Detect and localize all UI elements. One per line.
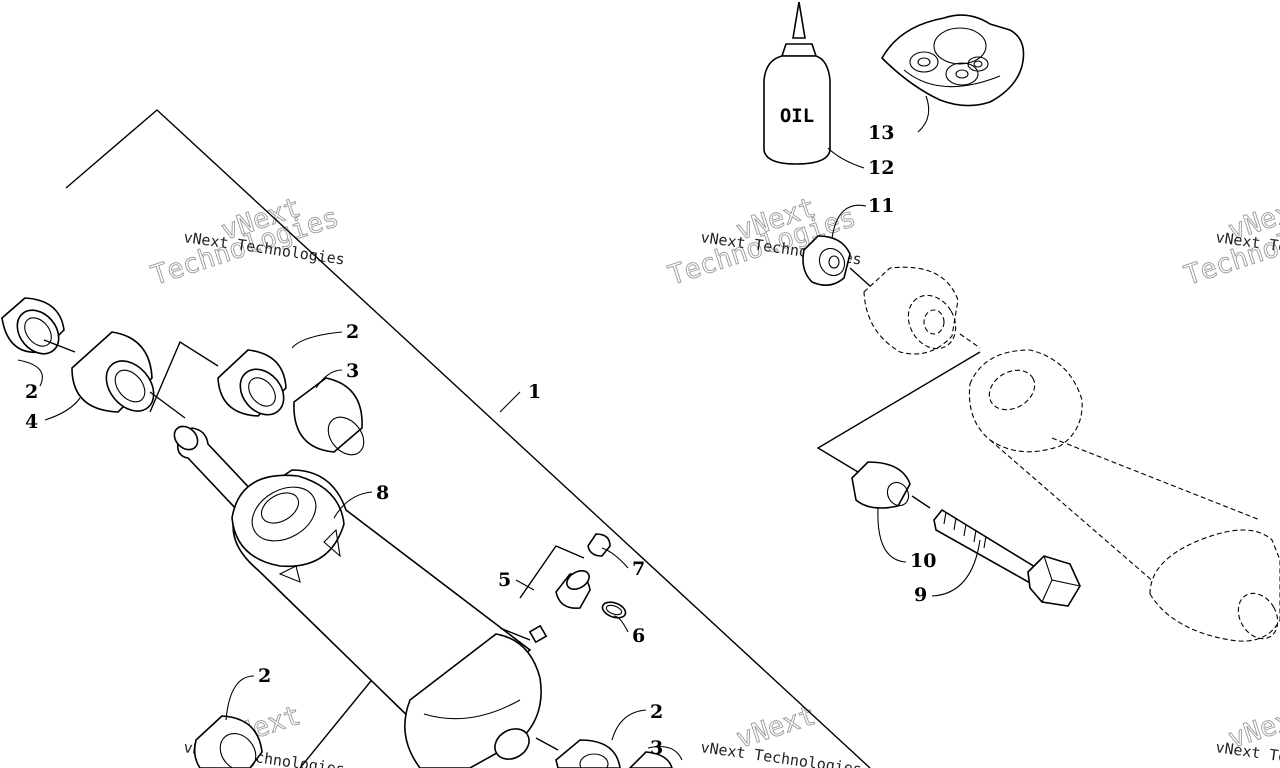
shock-ghost-outline [863,266,1280,642]
leader-ghost-spacer [816,351,981,473]
callout-7: 7 [632,558,645,580]
leader-sleeve-rod [149,391,186,419]
callout-2-b: 2 [25,381,38,403]
callout-9: 9 [914,584,927,606]
svg-text:vNext Technologies: vNext Technologies [699,738,862,768]
bushing-2-upper [217,349,287,417]
oil-bottle-12: OIL [763,1,831,165]
callout-1: 1 [528,381,541,403]
callout-2-d: 2 [650,701,663,723]
watermark-6: vNext vNext Technologies [1214,700,1280,768]
bushing-2-bottom-right [535,737,621,768]
nut-11 [802,235,871,287]
callout-leaders [17,95,981,761]
assembly-bracket [65,109,871,768]
callout-6: 6 [632,625,645,647]
bushing-2-top-left [1,297,65,355]
oil-label: OIL [780,105,814,127]
leader-zigzag [149,340,219,413]
seal-kit-13 [881,14,1025,107]
leader-bushing-sleeve [43,339,76,353]
callout-2-c: 2 [258,665,271,687]
callout-13: 13 [868,122,894,144]
shock-absorber-body [173,425,542,768]
bolt-9 [933,508,1081,607]
callout-10: 10 [910,550,936,572]
callout-11: 11 [868,195,894,217]
sleeve-4 [71,331,155,413]
callout-12: 12 [868,157,894,179]
callout-numbers: 1 2 2 2 2 3 3 4 5 6 7 8 9 10 11 12 13 [25,122,936,759]
callout-2-a: 2 [346,321,359,343]
valve-group-5 [499,533,627,644]
watermark-1: vNext Technologies vNext Technologies [147,192,346,293]
watermark-3: vNext Technologies vNext Technologies [1180,192,1280,293]
callout-5: 5 [498,569,511,591]
bushing-2-bottom-left [193,715,263,768]
callout-4: 4 [25,411,38,433]
callout-3-a: 3 [346,360,359,382]
callout-3-b: 3 [650,737,663,759]
spacer-10 [851,461,931,509]
spacer-3-upper [293,377,365,456]
watermark-5: vNext vNext Technologies [699,700,862,768]
callout-8: 8 [376,482,389,504]
